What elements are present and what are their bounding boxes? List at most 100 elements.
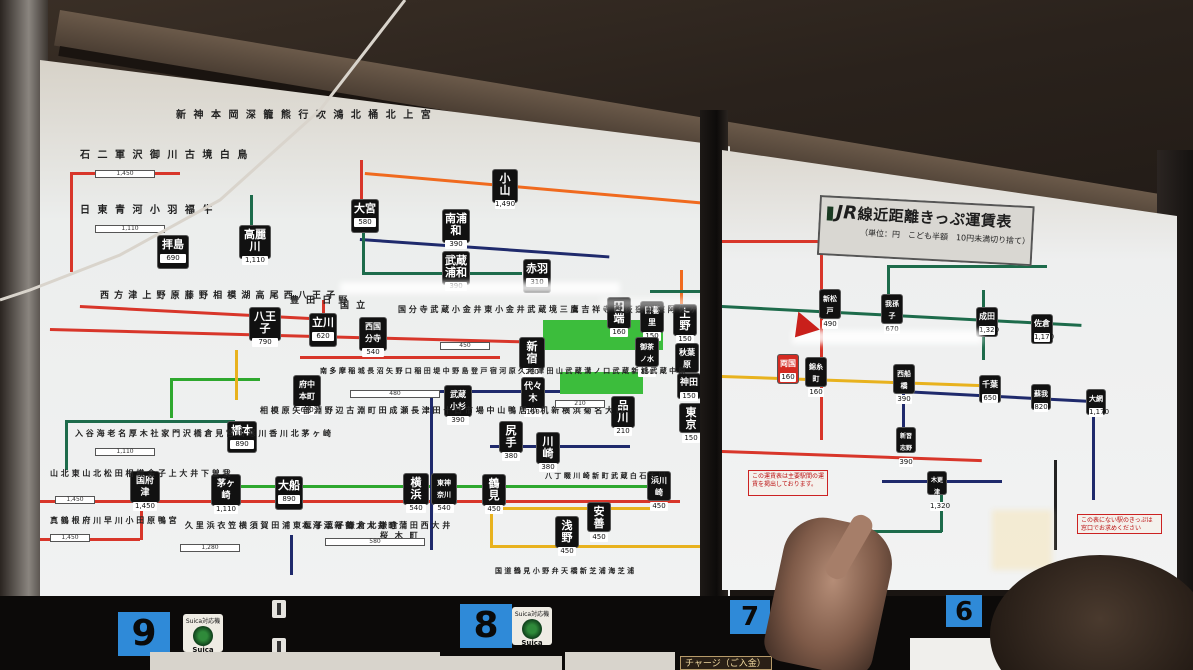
notice-ask-window: この表にない駅のきっぷは窓口でお求めください <box>1077 514 1162 534</box>
jr-logo: JR <box>835 201 859 224</box>
line-uchibo <box>902 390 905 450</box>
line-gotemba <box>140 500 143 540</box>
line-negishi <box>430 390 433 550</box>
station-names-gotemba: 山 北 東 山 北 松 田 相 模 金 子 上 大 井 下 曽 我 <box>50 469 231 478</box>
fare-bar: 450 <box>440 342 490 350</box>
light-reflection-warm <box>992 510 1052 570</box>
window-number-6: 6 <box>946 595 982 627</box>
line-nambu <box>235 350 238 400</box>
fare-bar: 580 <box>325 538 425 546</box>
station-names-chuo-east: 国 分 寺 武 蔵 小 金 井 東 小 金 井 武 蔵 境 三 鷹 吉 祥 寺 … <box>398 305 708 314</box>
ticket-machine-top <box>565 652 675 670</box>
fare-bar: 480 <box>350 390 440 398</box>
charge-button-label[interactable]: チャージ（ご入金） <box>680 656 772 670</box>
line-sobu-main <box>901 390 1102 404</box>
indicator-lamp-icon <box>272 638 286 656</box>
station-names-negishi: 桜 木 町 <box>380 531 420 540</box>
line-tsurumi <box>490 545 730 548</box>
fare-bar: 1,110 <box>95 448 155 456</box>
station-names-keihin-south: 本 海 浮 新 鶴 大 大 井 町 蒲 田 西 大 井 <box>302 521 451 530</box>
line-yokohama <box>170 378 260 381</box>
suica-icon <box>522 619 542 639</box>
station-names-ome: 石 二 軍 沢 御 川 古 境 白 鳥 <box>80 150 250 161</box>
line-joban-branch <box>887 265 1047 268</box>
light-reflection <box>600 298 730 308</box>
line-sotobo <box>1092 400 1095 500</box>
line-ome <box>79 305 320 321</box>
fare-bar: 1,450 <box>95 170 155 178</box>
indicator-lamp-icon <box>272 600 286 618</box>
fare-bar: 210 <box>555 400 605 408</box>
light-reflection <box>340 282 620 294</box>
line-kururi <box>940 490 943 532</box>
line-chuo-rapid-top <box>364 172 704 205</box>
line-musashino <box>362 272 522 275</box>
station-musashi-urawa[interactable]: 武蔵浦和390 <box>443 252 469 291</box>
line-musashino <box>362 228 365 273</box>
suica-badge-9: Suica対応機 Suica <box>183 614 223 654</box>
line-keiyo <box>722 450 982 463</box>
ticket-machine-6-top <box>910 638 1002 670</box>
line-togane <box>1054 460 1057 550</box>
line-keihin-tohoku-kawasaki <box>490 445 630 448</box>
window-number-7: 7 <box>730 600 770 634</box>
line-tsurumi-branch <box>490 507 650 510</box>
fare-table-title-panel: JR線近距離きっぷ運賃表 （単位：円 こども半額 10円未満切り捨て） <box>817 195 1035 266</box>
fare-bar: 1,450 <box>55 496 95 504</box>
line-tokaido <box>40 500 680 503</box>
station-names-tsurumi-branch: 八 丁 畷 川 崎 新 町 武 蔵 白 石 大 川 <box>545 472 666 480</box>
line-joban <box>650 290 730 293</box>
light-reflection <box>792 330 982 344</box>
line-chuo <box>49 328 520 344</box>
station-names-kunitachi: 国 立 <box>340 301 368 311</box>
station-names-yokosuka: 久 里 浜 衣 笠 横 須 賀 田 浦 東 逗 子 逗 子 鎌 倉 北 鎌 倉 <box>185 521 398 530</box>
suica-badge-8: Suica対応機 Suica <box>512 607 552 647</box>
station-names-nambu: 南 多 摩 稲 城 長 沼 矢 野 口 稲 田 堤 中 野 島 登 戸 宿 河 … <box>320 367 686 375</box>
station-names-itsukaichi: 日 東 青 河 小 羽 福 牛 <box>80 205 215 216</box>
ticket-machine-9-top <box>150 652 440 670</box>
